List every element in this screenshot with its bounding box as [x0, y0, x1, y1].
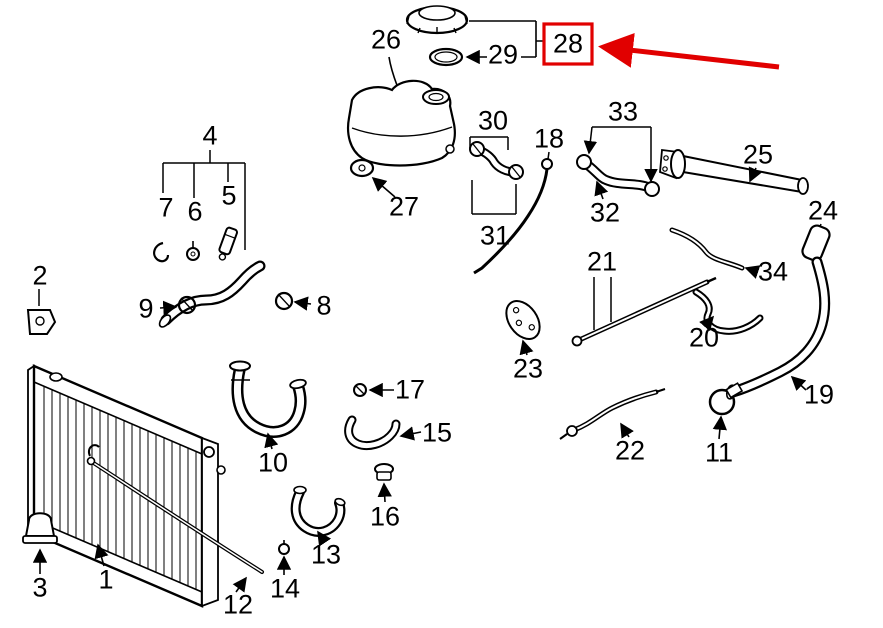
callout-15: 15 [421, 417, 453, 448]
callout-18: 18 [533, 123, 565, 154]
hose-30-drawing [469, 136, 524, 215]
bracket-2-drawing [26, 289, 57, 335]
callout-23: 23 [512, 353, 544, 384]
callout-11: 11 [704, 437, 734, 468]
clip-17-drawing [353, 382, 394, 398]
callout-32: 32 [589, 197, 621, 228]
callout-22: 22 [614, 435, 646, 466]
hose-13-drawing [290, 485, 346, 547]
callout-34: 34 [757, 256, 789, 287]
clip-14-drawing [276, 540, 292, 575]
pipe-25-drawing [659, 148, 809, 195]
callout-3: 3 [32, 572, 48, 603]
group-4-bracket [153, 150, 246, 263]
callout-25: 25 [742, 139, 774, 170]
callout-16: 16 [369, 501, 401, 532]
callout-19: 19 [803, 379, 835, 410]
plug-16-drawing [374, 463, 394, 503]
hose-9-drawing [158, 260, 312, 328]
hose-20-drawing [692, 288, 764, 335]
callout-5: 5 [221, 180, 237, 211]
radiator-cap-drawing [405, 5, 469, 67]
callout-27: 27 [388, 191, 420, 222]
rod-12-drawing [86, 456, 264, 593]
callout-30: 30 [477, 105, 509, 136]
callout-7: 7 [158, 192, 174, 223]
callout-9: 9 [138, 293, 154, 324]
callout-8: 8 [316, 290, 332, 321]
callout-21: 21 [586, 246, 618, 277]
cap-bracket-lines [465, 20, 544, 65]
expansion-tank-drawing [346, 56, 456, 198]
rod-18-drawing [473, 151, 553, 275]
callout-4: 4 [202, 120, 218, 151]
pipe-34-drawing [669, 227, 761, 279]
callout-24: 24 [807, 195, 839, 226]
callout-31: 31 [479, 220, 511, 251]
callout-12: 12 [222, 589, 254, 620]
callout-26: 26 [370, 24, 402, 55]
callout-13: 13 [310, 539, 342, 570]
hose-15-drawing [344, 415, 422, 451]
callout-17: 17 [394, 374, 426, 405]
callout-28-highlighted: 28 [552, 28, 584, 59]
hose-32-drawing [576, 126, 660, 200]
callout-6: 6 [187, 196, 203, 227]
hose-10-drawing [229, 360, 307, 450]
radiator-drawing [27, 364, 226, 608]
tube-22-drawing [559, 388, 666, 440]
highlight-box [542, 22, 594, 66]
tube-21-drawing [571, 276, 717, 347]
plate-23-drawing [505, 300, 541, 356]
callout-2: 2 [32, 260, 48, 291]
mount-3-drawing [22, 512, 58, 574]
callout-10: 10 [257, 447, 289, 478]
callout-20: 20 [688, 322, 720, 353]
hose-19-drawing [725, 223, 831, 400]
callout-1: 1 [98, 564, 114, 595]
callout-29: 29 [487, 39, 519, 70]
highlight-arrow [598, 32, 780, 70]
clamp-11-drawing [708, 382, 744, 440]
callout-14: 14 [269, 573, 301, 604]
callout-33: 33 [607, 96, 639, 127]
